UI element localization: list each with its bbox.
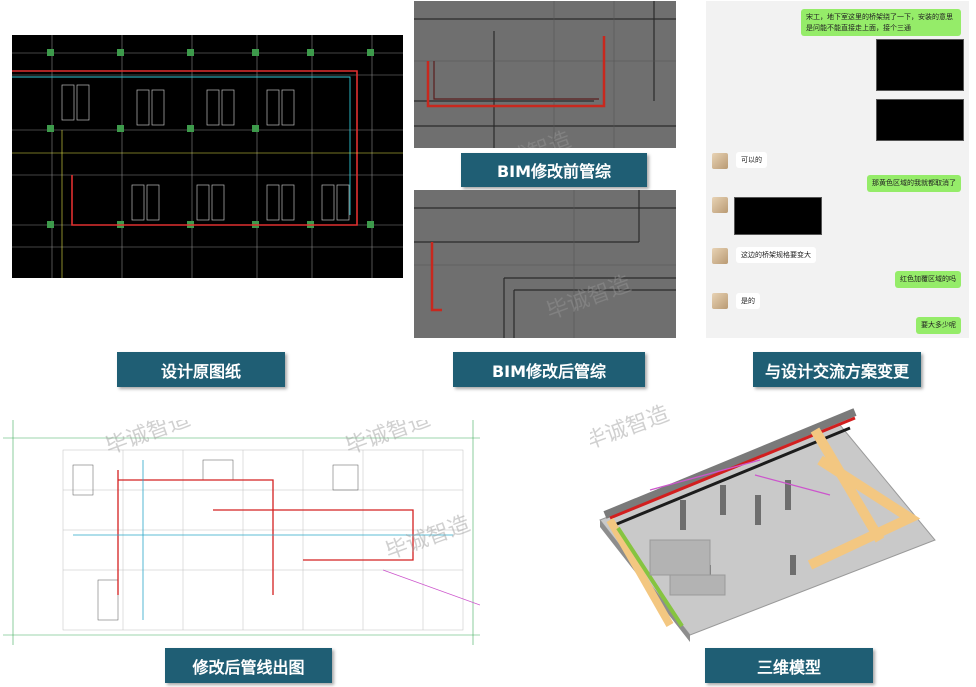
chat-message: 要大多少呢 bbox=[916, 317, 961, 334]
chat-message: 宋工，地下室这里的桥架绕了一下，安装的意思是问能不能直接走上面，接个三通 bbox=[801, 9, 961, 36]
chat-message: 那黄色区域的我就都取消了 bbox=[867, 175, 961, 192]
bim-after-panel: 毕诚智造 bbox=[414, 190, 676, 338]
chat-image bbox=[734, 197, 822, 235]
avatar bbox=[712, 153, 728, 169]
label-bim-after: BIM修改后管综 bbox=[453, 352, 645, 387]
revised-drawing bbox=[3, 420, 480, 645]
chat-message: 这边的桥架规格要变大 bbox=[736, 247, 816, 263]
avatar bbox=[712, 293, 728, 309]
label-model-3d: 三维模型 bbox=[705, 648, 873, 683]
chat-image bbox=[876, 39, 964, 91]
bim-before-view bbox=[414, 1, 676, 148]
label-design-communication: 与设计交流方案变更 bbox=[753, 352, 921, 387]
label-design-drawing: 设计原图纸 bbox=[117, 352, 285, 387]
avatar bbox=[712, 197, 728, 213]
revised-drawing-panel: 毕诚智造 毕诚智造 毕诚智造 bbox=[3, 420, 480, 645]
avatar bbox=[712, 248, 728, 264]
label-revised-output: 修改后管线出图 bbox=[165, 648, 332, 683]
cad-drawing bbox=[12, 35, 403, 278]
model-3d-view bbox=[599, 408, 936, 642]
bim-after-view bbox=[414, 190, 676, 338]
chat-message: 红色加覆区域的吗 bbox=[895, 271, 961, 288]
chat-image bbox=[876, 99, 964, 141]
chat-message: 可以的 bbox=[736, 152, 767, 168]
chat-message: 是的 bbox=[736, 293, 760, 309]
design-drawing-panel bbox=[12, 35, 403, 278]
chat-panel: 宋工，地下室这里的桥架绕了一下，安装的意思是问能不能直接走上面，接个三通 可以的… bbox=[706, 1, 969, 338]
label-bim-before: BIM修改前管综 bbox=[461, 153, 647, 187]
bim-before-panel: 毕诚智造 bbox=[414, 1, 676, 148]
model-3d-panel: 毕诚智造 bbox=[590, 400, 970, 645]
